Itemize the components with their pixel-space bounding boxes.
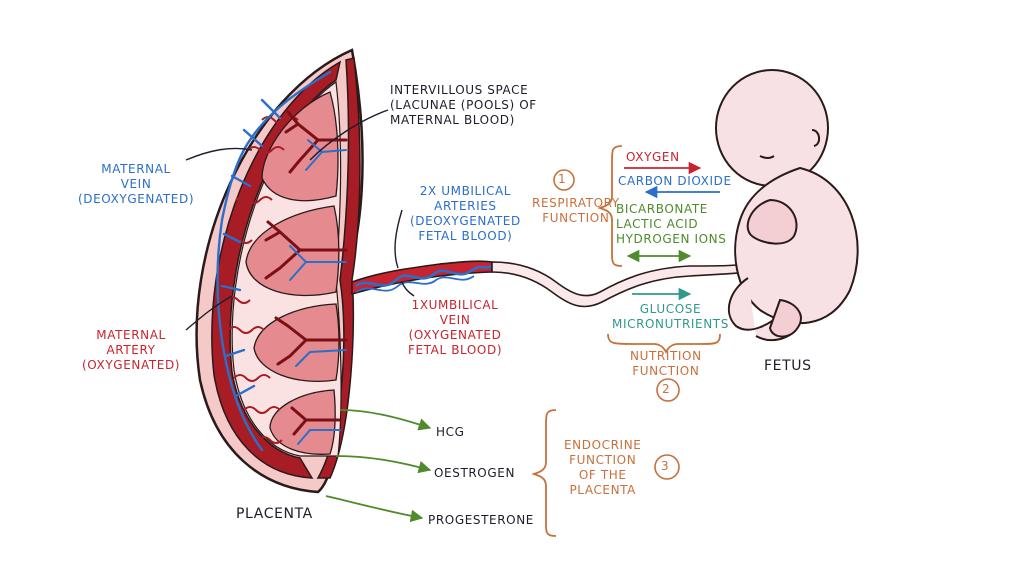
intervillous-space-label: INTERVILLOUS SPACE (LACUNAE (POOLS) OF M…: [390, 83, 537, 127]
placenta-label: PLACENTA: [236, 506, 313, 522]
respiratory-function-label: RESPIRATORY FUNCTION: [532, 196, 620, 225]
maternal-vein-network: [216, 70, 332, 452]
respiratory-brace: [597, 145, 623, 267]
fetus-label: FETUS: [764, 358, 812, 374]
fetus-eye: [759, 155, 775, 159]
braces: [531, 145, 721, 537]
maternal-artery-label: MATERNAL ARTERY (OXYGENATED): [82, 328, 181, 372]
fetus-body: [734, 166, 859, 324]
nutrition-brace: [607, 333, 721, 355]
endocrine-brace: [531, 409, 557, 537]
carbon-dioxide-label: CARBON DIOXIDE: [618, 174, 732, 188]
nutrition-number: 2: [662, 382, 671, 396]
cord-vessel-blue-2: [355, 275, 475, 293]
villous-trees: [264, 110, 348, 445]
endocrine-function-label: ENDOCRINE FUNCTION OF THE PLACENTA: [564, 438, 642, 497]
respiratory-number: 1: [558, 172, 567, 186]
cord-to-fetus: [491, 261, 761, 308]
hcg-label: HCG: [436, 425, 465, 439]
endocrine-number: 3: [661, 459, 670, 473]
umbilical-arteries-label: 2X UMBILICAL ARTERIES (DEOXYGENATED FETA…: [410, 184, 521, 243]
respiratory-number-circle: [553, 169, 575, 191]
oxygen-label: OXYGEN: [626, 150, 680, 164]
fetus-foot: [768, 298, 802, 338]
cotyledon-3: [253, 303, 340, 382]
umbilical-vein-label: 1XUMBILICAL VEIN (OXYGENATED FETAL BLOOD…: [408, 298, 503, 357]
nutrition-number-circle: [656, 378, 680, 402]
fetus-arm: [746, 198, 798, 245]
leader-lines: [185, 109, 415, 331]
respiratory-arrows: [624, 161, 720, 263]
maternal-vein-label: MATERNAL VEIN (DEOXYGENATED): [78, 162, 195, 206]
nutrition-function-label: NUTRITION FUNCTION: [630, 349, 702, 378]
oestrogen-label: OESTROGEN: [434, 466, 516, 480]
endocrine-number-circle: [654, 454, 680, 480]
fetus: [715, 69, 859, 342]
fetus-head: [715, 69, 829, 187]
fetus-ear: [811, 129, 820, 147]
exchange-list-label: BICARBONATE LACTIC ACID HYDROGEN IONS: [616, 202, 727, 246]
cord-vessel-blue: [355, 264, 493, 288]
chorionic-plate: [316, 57, 361, 479]
placenta: [195, 48, 364, 494]
nutrients-label: GLUCOSE MICRONUTRIENTS: [612, 302, 729, 331]
progesterone-label: PROGESTERONE: [428, 513, 534, 527]
endocrine-arrows: [325, 409, 432, 523]
